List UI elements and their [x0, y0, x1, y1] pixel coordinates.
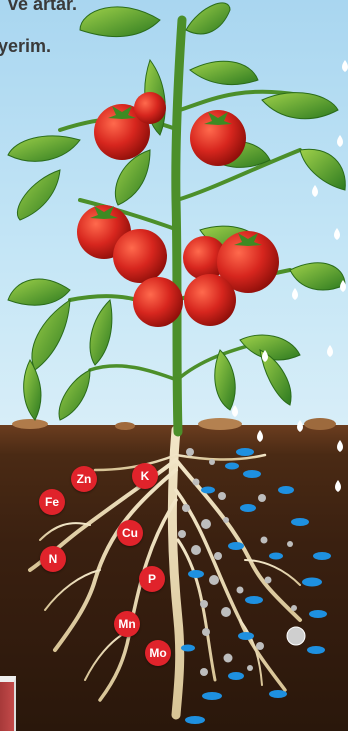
- nutrient-badge-k: K: [132, 463, 158, 489]
- nutrient-badge-mn: Mn: [114, 611, 140, 637]
- nutrient-badge-cu: Cu: [117, 520, 143, 546]
- cup-graphic: [0, 676, 16, 731]
- water-drops-soil: [181, 448, 331, 724]
- nutrient-badge-zn: Zn: [71, 466, 97, 492]
- nutrient-badge-mo: Mo: [145, 640, 171, 666]
- nutrient-badge-p: P: [139, 566, 165, 592]
- mineral-particles: [178, 448, 305, 676]
- nutrient-badge-n: N: [40, 546, 66, 572]
- nutrient-badge-fe: Fe: [39, 489, 65, 515]
